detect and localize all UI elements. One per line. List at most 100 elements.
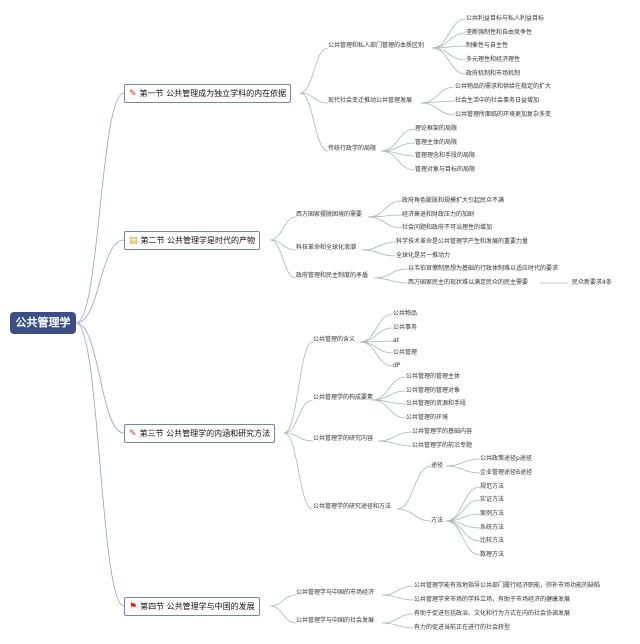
s3-b1-leaf-line-4	[359, 341, 394, 354]
s3-b4-sub-line-1	[396, 465, 432, 510]
s3-b4-method-item-1: 规范方法	[480, 483, 505, 490]
s3-b4-sub-line-2	[396, 508, 432, 522]
s2-b2-leaf-line-2	[361, 249, 397, 257]
s4-branch-line-2	[269, 605, 297, 624]
s3-b1-item-1: 公共物品	[393, 310, 418, 317]
s3-way-leaf-line-1	[445, 458, 481, 467]
s4-b2-leaf-line-1	[381, 613, 415, 624]
s1-b1-item-5: 政府机制和市场机制	[466, 70, 521, 77]
pencil-icon: ✎	[129, 89, 137, 99]
pencil-icon: ✎	[129, 429, 137, 439]
s3-b2-item-2: 公共管理的管理对象	[406, 387, 461, 394]
s2-b2-leaf-line-1	[361, 241, 397, 251]
s1-b2-item-2: 社会生活中的社会事务日益增加	[455, 97, 540, 104]
s2-b2-item-1: 科学技术革命是公共管理学产生和发展的重要力量	[396, 238, 529, 245]
s2-b3-leaf-line-1	[373, 268, 409, 279]
s3-branch-3[interactable]: 公共管理学的研究内容	[313, 435, 374, 442]
s3-branch-4[interactable]: 公共管理学的研究途径和方法	[313, 503, 392, 510]
s1-b2-leaf-line-3	[420, 102, 456, 116]
s1-branch-3[interactable]: 传统行政学的局限	[328, 145, 377, 152]
s3-branch-line-4	[283, 432, 314, 510]
s3-b1-item-4: 公共管理	[393, 349, 418, 356]
s1-branch-line-3	[299, 92, 329, 152]
s2-branch-line-1	[269, 216, 297, 241]
section-3-topic[interactable]: ✎第三节 公共管理学的内涵和研究方法	[124, 424, 276, 443]
s2-branch-3[interactable]: 政府管理和民主制度的矛盾	[296, 272, 369, 279]
s3-b1-item-5: dP	[393, 362, 401, 369]
section-4-title: 第四节 公共管理学与中国的发展	[140, 602, 255, 611]
s2-b3-item-1: 以韦伯官僚制思想为基础的行政体制难以适应时代的要求	[408, 265, 559, 272]
s3-b4-method-item-4: 系统方法	[480, 524, 505, 531]
s1-b3-item-4: 管理对象与目标的局限	[415, 166, 476, 173]
s3-b2-item-4: 公共管理的环境	[406, 414, 449, 421]
s1-b2-leaf-line-2	[420, 100, 456, 104]
s4-b1-item-1: 公共管理学能有效地指导公共部门履行经济职能，弥补市场功能的缺陷	[414, 582, 601, 589]
s2-branch-line-3	[269, 239, 297, 279]
s3-b2-leaf-line-1	[371, 376, 407, 401]
red-flag-icon: ⚑	[129, 602, 138, 612]
section-2-title: 第二节 公共管理学是时代的产物	[140, 236, 256, 245]
s1-branch-1[interactable]: 公共管理和私人部门管理的本质区别	[328, 42, 425, 49]
s3-branch-1[interactable]: 公共管理的含义	[313, 336, 356, 343]
s3-method-leaf-line-1	[445, 486, 481, 522]
s3-branch-2[interactable]: 公共管理学的构成要素	[313, 394, 374, 401]
s3-b4-way[interactable]: 途径	[431, 462, 444, 469]
s3-method-leaf-line-6	[445, 520, 481, 556]
section-1-title: 第一节 公共管理成为独立学科的内在依据	[139, 89, 287, 98]
s1-b3-item-1: 理论框架的局限	[415, 125, 458, 132]
section-1-topic[interactable]: ✎第一节 公共管理成为独立学科的内在依据	[124, 84, 292, 103]
s3-branch-line-3	[283, 432, 314, 442]
s4-b2-item-1: 有助于促进包括政治、文化和行为方式在内的社会协调发展	[414, 610, 571, 617]
s3-b1-leaf-line-1	[359, 313, 394, 343]
s3-b4-method-item-2: 实证方法	[480, 496, 505, 503]
s2-branch-2[interactable]: 科技革命和全球化浪潮	[296, 244, 357, 251]
s1-b1-item-3: 制衡性与自主性	[466, 42, 509, 49]
s2-branch-1[interactable]: 西方国家摆脱困境的需要	[296, 211, 363, 218]
s1-branch-line-2	[299, 92, 329, 104]
s3-b3-item-2: 公共管理学的前沿专题	[412, 442, 473, 449]
s3-b1-item-2: 公共事务	[393, 324, 418, 331]
s2-b1-leaf-line-3	[367, 216, 403, 229]
s1-b3-leaf-line-4	[380, 150, 416, 171]
s3-b4-method-item-3: 案例方法	[480, 510, 505, 517]
s1-b2-item-1: 公共物品的需求和供给在稳定的扩大	[455, 83, 552, 90]
root-to-section-2-line	[75, 239, 125, 324]
s3-way-leaf-line-2	[445, 465, 481, 474]
section-4-topic[interactable]: ⚑第四节 公共管理学与中国的发展	[124, 597, 260, 616]
s3-b2-leaf-line-2	[371, 390, 407, 401]
s4-branch-2[interactable]: 公共管理学与中国的社会发展	[296, 617, 375, 624]
s1-branch-line-1	[299, 47, 329, 94]
s1-b1-leaf-line-5	[431, 47, 467, 75]
s3-b4-method-item-5: 比较方法	[480, 537, 505, 544]
root-to-section-4-line	[75, 322, 125, 607]
s4-b1-item-2: 公共管理学来市场的学科立场，有助于市场经济的健康发展	[414, 596, 571, 603]
s2-b3-item-2: 西方国家民主的现状难以满足民众的民主需要	[408, 279, 529, 286]
s1-b1-item-2: 垄断强制性和自由竞争性	[466, 29, 533, 36]
section-3-title: 第三节 公共管理学的内涵和研究方法	[139, 429, 271, 438]
s4-b2-leaf-line-2	[381, 622, 415, 629]
s2-b3-leaf-line-2	[373, 277, 409, 284]
s3-b4-method[interactable]: 方法	[431, 517, 444, 524]
s1-b2-item-3: 公共管理所面临的环境更加复杂多变	[455, 111, 552, 118]
section-2-topic[interactable]: ▤第二节 公共管理学是时代的产物	[124, 231, 261, 250]
s3-b1-item-3: at	[393, 337, 400, 344]
s1-b1-leaf-line-4	[431, 47, 467, 61]
s4-b2-item-2: 有力的促进当前正在进行的社会转型	[414, 624, 511, 631]
root-topic[interactable]: 公共管理学	[10, 312, 76, 334]
s2-b2-item-2: 全球化是另一推动力	[396, 252, 451, 259]
s4-branch-1[interactable]: 公共管理学与中国的市场经济	[296, 589, 375, 596]
s3-b3-item-1: 公共管理学的基础内容	[412, 428, 473, 435]
s3-b2-item-1: 公共管理的管理主体	[406, 373, 461, 380]
s2-b3-sub-item: 民众新要求4条	[572, 279, 612, 286]
s1-b3-leaf-line-1	[380, 128, 416, 152]
s3-b3-leaf-line-1	[377, 431, 413, 442]
s4-b1-leaf-line-2	[381, 594, 415, 601]
s1-b3-leaf-line-2	[380, 142, 416, 152]
s3-b1-leaf-line-5	[359, 341, 394, 367]
s1-branch-2[interactable]: 现代社会变迁推动公共管理发展	[328, 97, 413, 104]
s2-b1-leaf-line-1	[367, 200, 403, 218]
root-to-section-1-line	[75, 92, 125, 324]
s3-b4-way-item-1: 公共政策途径p途径	[480, 455, 532, 462]
s2-b1-item-3: 社会问题和政府不可治理性的增加	[402, 224, 493, 231]
